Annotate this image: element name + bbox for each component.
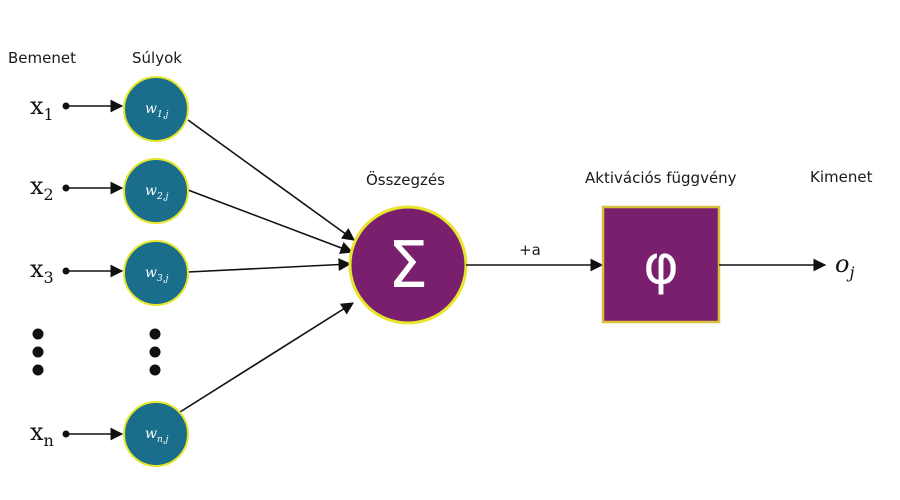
edge-w2-sum [187, 189, 354, 254]
svg-text:wn,j: wn,j [145, 426, 169, 445]
inputs-ellipsis [32, 328, 44, 376]
input-x3: x3 [30, 255, 54, 287]
header-activation: Aktivációs függvény [585, 169, 737, 187]
weight-node-2: w2,j [123, 158, 189, 224]
activation-node: φ [601, 205, 721, 324]
input-row-3: x3 [30, 255, 124, 287]
input-row-2: x2 [30, 172, 124, 204]
header-input: Bemenet [8, 49, 76, 67]
header-output: Kimenet [810, 168, 873, 186]
phi-symbol: φ [643, 233, 679, 296]
svg-text:w1,j: w1,j [145, 101, 169, 120]
input-row-1: x1 [30, 92, 124, 124]
edge-w3-sum [187, 258, 352, 273]
output-oj: oj [835, 250, 854, 282]
svg-text:w2,j: w2,j [145, 183, 169, 202]
weights-ellipsis [149, 328, 161, 376]
edge-w1-sum [187, 119, 356, 241]
svg-text:w3,j: w3,j [145, 265, 169, 284]
bias-label: +a [519, 241, 541, 259]
header-sum: Összegzés [366, 170, 445, 189]
weight-node-1: w1,j [123, 76, 189, 142]
input-row-n: xn [30, 418, 124, 450]
weight-node-3: w3,j [123, 240, 189, 306]
input-xn: xn [30, 418, 54, 450]
edge-wn-sum [179, 302, 355, 413]
weight-node-n: wn,j [123, 401, 189, 467]
input-x2: x2 [30, 172, 54, 204]
sum-node: Σ [348, 205, 468, 325]
header-weights: Súlyok [132, 49, 182, 67]
sigma-symbol: Σ [388, 229, 428, 303]
input-x1: x1 [30, 92, 54, 124]
